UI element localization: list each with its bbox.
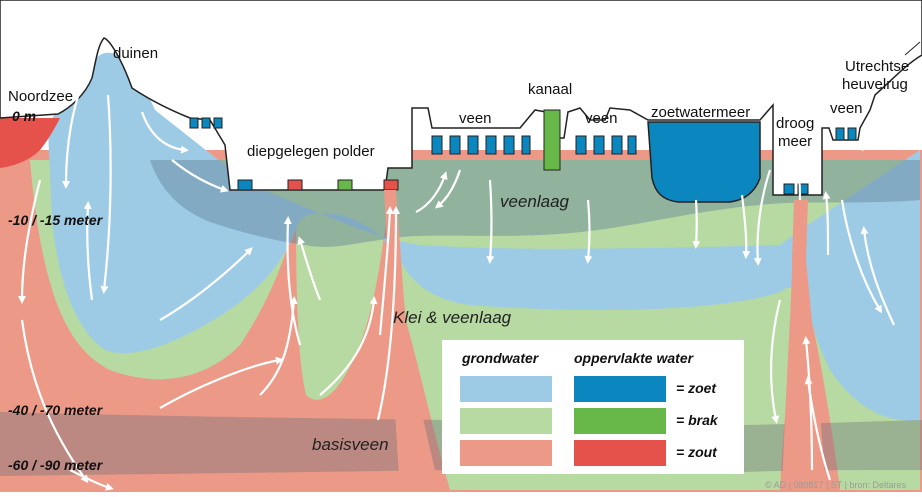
label-noordzee: Noordzee — [8, 88, 74, 105]
dry-lake-ditches — [783, 183, 809, 195]
freshwater-lake — [647, 121, 761, 203]
legend-header-surface: oppervlakte water — [574, 350, 694, 366]
leader-line — [904, 41, 921, 56]
depth-60-90: -60 / -90 meter — [8, 457, 103, 473]
far-veen-ditches — [835, 127, 857, 141]
layer-klei-veen: Klei & veenlaag — [393, 308, 512, 327]
legend: grondwater oppervlakte water = zoet = br… — [442, 340, 744, 474]
depth-zero: 0 m — [12, 108, 37, 124]
basisveen-band-right — [744, 420, 922, 472]
swatch-surface-salt — [574, 440, 666, 466]
label-utrechtse: Utrechtse — [845, 58, 910, 75]
legend-header-groundwater: grondwater — [462, 350, 539, 366]
flow-arrows — [18, 89, 895, 491]
label-heuvelrug: heuvelrug — [842, 76, 908, 93]
swatch-ground-brackish — [460, 408, 552, 434]
layer-basisveen: basisveen — [312, 435, 389, 454]
depth-40-70: -40 / -70 meter — [8, 402, 103, 418]
credit-line: © AD | 080817 | ST | bron: Deltares — [764, 480, 906, 490]
label-droog: droog — [776, 115, 815, 132]
veen-ditches-left — [431, 135, 531, 155]
north-sea — [0, 118, 60, 168]
basisveen-band — [0, 412, 450, 476]
swatch-surface-fresh — [574, 376, 666, 402]
label-polder: diepgelegen polder — [247, 143, 375, 160]
surface-profile — [0, 0, 922, 196]
label-veen-left: veen — [459, 110, 492, 127]
canal — [543, 109, 561, 171]
label-veen-far: veen — [830, 100, 863, 117]
salt-plume-1 — [384, 190, 440, 490]
layer-veenlaag: veenlaag — [500, 192, 570, 211]
polder-ditches — [237, 179, 399, 191]
legend-brak: = brak — [676, 412, 718, 428]
swatch-ground-fresh — [460, 376, 552, 402]
label-kanaal: kanaal — [528, 81, 573, 98]
label-duinen: duinen — [113, 45, 159, 62]
swatch-ground-salt — [460, 440, 552, 466]
legend-zout: = zout — [676, 444, 717, 460]
veen-ditches-right — [575, 135, 637, 155]
label-veen-right: veen — [585, 110, 618, 127]
legend-zoet: = zoet — [676, 380, 717, 396]
swatch-surface-brackish — [574, 408, 666, 434]
label-zoetwatermeer: zoetwatermeer — [651, 104, 751, 121]
label-meer: meer — [778, 133, 813, 150]
dune-ditches — [189, 117, 223, 129]
depth-10-15: -10 / -15 meter — [8, 212, 103, 228]
